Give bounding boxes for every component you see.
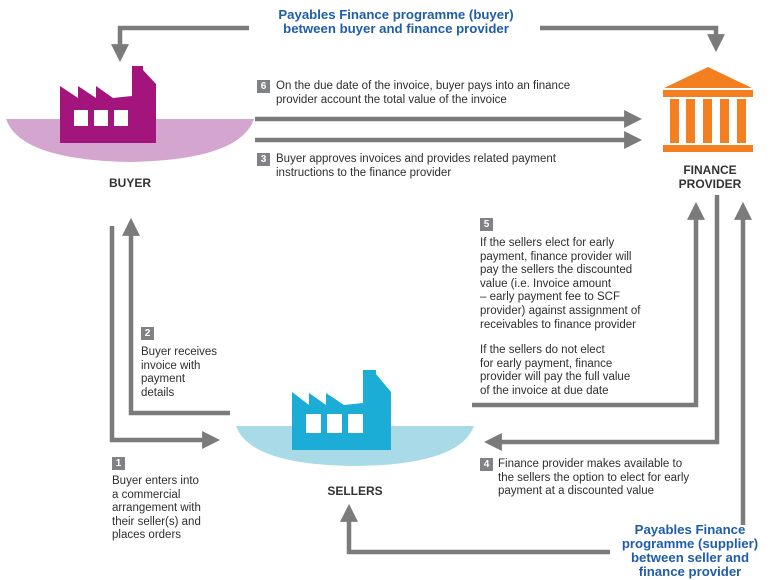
step-2-badge: 2	[141, 327, 154, 340]
finance-provider-label: FINANCE PROVIDER	[678, 163, 742, 191]
step-6-text: On the due date of the invoice, buyer pa…	[276, 80, 571, 106]
buyer-label: BUYER	[108, 176, 151, 190]
step-6-badge: 6	[257, 80, 270, 93]
step-1-text: Buyer enters into a commercial arrangeme…	[112, 475, 201, 542]
top-programme-heading: Payables Finance programme (buyer) betwe…	[278, 7, 514, 36]
arrow-step2	[122, 217, 230, 416]
flow-arrows	[109, 25, 752, 555]
buyer-factory-icon	[6, 66, 254, 162]
sellers-label: SELLERS	[327, 484, 383, 498]
step-5-badge: 5	[480, 218, 493, 231]
arrow-step5	[472, 201, 705, 408]
arrow-bottom-to-sellers	[340, 503, 610, 555]
finance-provider-bank-icon	[663, 67, 753, 152]
arrow-top-to-buyer	[111, 25, 249, 63]
step-2-text: Buyer receives invoice with payment deta…	[141, 346, 218, 399]
arrow-step1	[109, 226, 221, 449]
step-4-badge: 4	[480, 458, 493, 471]
step-5-text: If the sellers elect for early payment, …	[480, 237, 641, 331]
step-3-text: Buyer approves invoices and provides rel…	[276, 153, 556, 179]
arrow-step4	[483, 195, 720, 451]
step-5-alt-text: If the sellers do not elect for early pa…	[480, 344, 631, 397]
arrow-top-to-finance	[540, 25, 725, 53]
step-3-badge: 3	[257, 153, 270, 166]
bottom-programme-heading: Payables Finance programme (supplier) be…	[621, 522, 759, 579]
sellers-factory-icon	[236, 370, 474, 466]
step-1-badge: 1	[112, 457, 125, 470]
step-4-text: Finance provider makes available to the …	[498, 458, 690, 498]
